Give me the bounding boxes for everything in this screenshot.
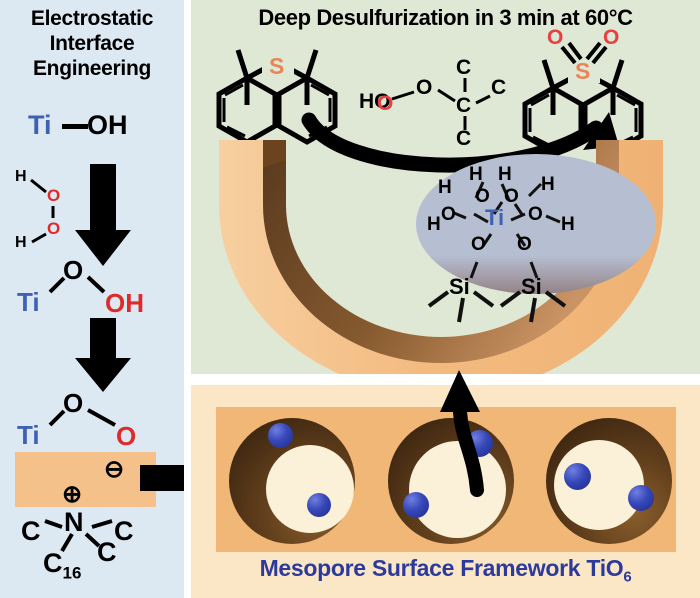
ti-complex-o-right: O: [528, 204, 543, 225]
arrow-down-2: [75, 318, 131, 392]
sulfone-sulfur-label: S: [575, 58, 591, 84]
positive-charge-symbol: ⊕: [62, 481, 83, 508]
arrow-down-2-svg: [75, 318, 131, 392]
tbhp-c-top: C: [456, 56, 472, 79]
mesopore-left-inner: [266, 445, 354, 533]
bond-ti-oh: [62, 124, 88, 129]
oh-label: OH: [87, 110, 128, 140]
ti-label: Ti: [28, 110, 52, 140]
ammonium-c-chain-sub: 16: [62, 563, 82, 583]
ti-complex-si-left: Si: [449, 274, 470, 299]
h2o2-o-top: O: [47, 186, 61, 205]
h2o2-h-bottom: H: [15, 234, 27, 251]
bottom-title-subscript: 6: [623, 568, 632, 586]
h2o2-bonds: [30, 178, 55, 244]
left-panel-electrostatic-interface: Electrostatic Interface Engineering Ti O…: [0, 0, 230, 598]
ti-complex-o-left: O: [441, 204, 456, 225]
ti-complex-o-lower-left: O: [471, 234, 486, 255]
particle-4: [403, 492, 429, 518]
ti-complex-h-top-left: H: [469, 164, 483, 185]
tioooh-o-bridge: O: [63, 255, 84, 285]
panel-divider-horizontal: [191, 374, 700, 385]
pore-wall-svg: [219, 140, 663, 395]
ti-complex-h-upper-left: H: [438, 177, 452, 198]
ti-complex-h-right: H: [561, 214, 575, 235]
tbhp-ho: HO: [359, 90, 391, 114]
tbhp-c-center: C: [456, 94, 472, 117]
tbhp-ho-label: HO: [359, 90, 391, 113]
ti-complex-bonds: [453, 181, 561, 279]
bottom-panel-title: Mesopore Surface Framework TiO6: [191, 555, 700, 586]
tioo-ti: Ti: [17, 420, 40, 450]
transfer-arrow-curve: [453, 405, 484, 497]
ti-complex-o-top-left: O: [475, 186, 490, 207]
left-title-line-3: Engineering: [32, 57, 152, 80]
left-title-line-2: Interface: [49, 32, 135, 55]
tioo-o-bridge: O: [63, 388, 84, 418]
ti-complex-h-left: H: [427, 214, 441, 235]
sulfone-oxygen-left: O: [547, 26, 564, 49]
ti-complex-si-right: Si: [521, 274, 542, 299]
ti-complex-o-lower-right: O: [517, 234, 532, 255]
ammonium-c-lower-right: C: [97, 537, 117, 567]
arrow-down-1: [75, 164, 131, 266]
particle-1: [268, 423, 293, 448]
transfer-arrow-head: [440, 370, 480, 412]
tioooh-oh: OH: [105, 288, 144, 318]
mesopore-wall-notch: [263, 140, 286, 168]
ammonium-n: N: [64, 507, 84, 537]
bottom-title-text: Mesopore Surface Framework TiO: [259, 555, 624, 581]
bottom-panel-mesopore-framework: Mesopore Surface Framework TiO6: [191, 385, 700, 598]
ti-complex-center-label: Ti: [485, 205, 505, 230]
particle-6: [628, 485, 654, 511]
tioo-o-terminal: O: [116, 421, 137, 451]
mesopore-center-inner: [409, 441, 506, 538]
panel-divider-vertical: [184, 0, 191, 598]
negative-charge-symbol: ⊖: [104, 456, 125, 483]
left-title-line-1: Electrostatic: [30, 7, 154, 30]
ammonium-c-chain-label: C: [43, 548, 63, 578]
electrostatic-interface-band: [15, 452, 156, 507]
ammonium-bonds: [44, 519, 113, 553]
ti-complex-h-upper-right: H: [541, 174, 555, 195]
ammonium-c-chain: C16: [43, 548, 81, 583]
tbhp-o: O: [416, 76, 433, 99]
tbhp-ho-oxygen-overlay: O: [377, 92, 394, 115]
sulfone-oxygen-right: O: [603, 26, 620, 49]
ti-peroxo-bonds: [48, 408, 116, 427]
mesopore-wall-outer: [219, 140, 663, 395]
left-panel-title: Electrostatic Interface Engineering: [0, 6, 184, 81]
ti-complex-o-top-right: O: [504, 186, 519, 207]
ammonium-c-right: C: [114, 516, 134, 546]
hydration-shell-shading: [416, 154, 656, 294]
reaction-arrow-curve: [301, 112, 604, 173]
particle-5: [564, 463, 591, 490]
dmdbt-sulfur-label: S: [269, 53, 285, 79]
ti-o-oh-bonds: [48, 275, 106, 294]
tbhp-c-bottom: C: [456, 127, 472, 150]
green-panel-title: Deep Desulfurization in 3 min at 60°C: [258, 5, 633, 30]
h2o2-o-bottom: O: [47, 219, 61, 238]
ti-complex-h-top-right: H: [498, 164, 512, 185]
particle-2: [307, 493, 331, 517]
arrow-down-1-svg: [75, 164, 131, 266]
si-substituent-bonds: [427, 290, 567, 323]
green-panel-desulfurization: Deep Desulfurization in 3 min at 60°C: [191, 0, 700, 395]
ammonium-c-left: C: [21, 516, 41, 546]
h2o2-h-top: H: [15, 168, 27, 185]
tioooh-ti: Ti: [17, 287, 40, 317]
tbhp-bonds: [391, 78, 491, 130]
tbhp-c-right: C: [491, 76, 507, 99]
